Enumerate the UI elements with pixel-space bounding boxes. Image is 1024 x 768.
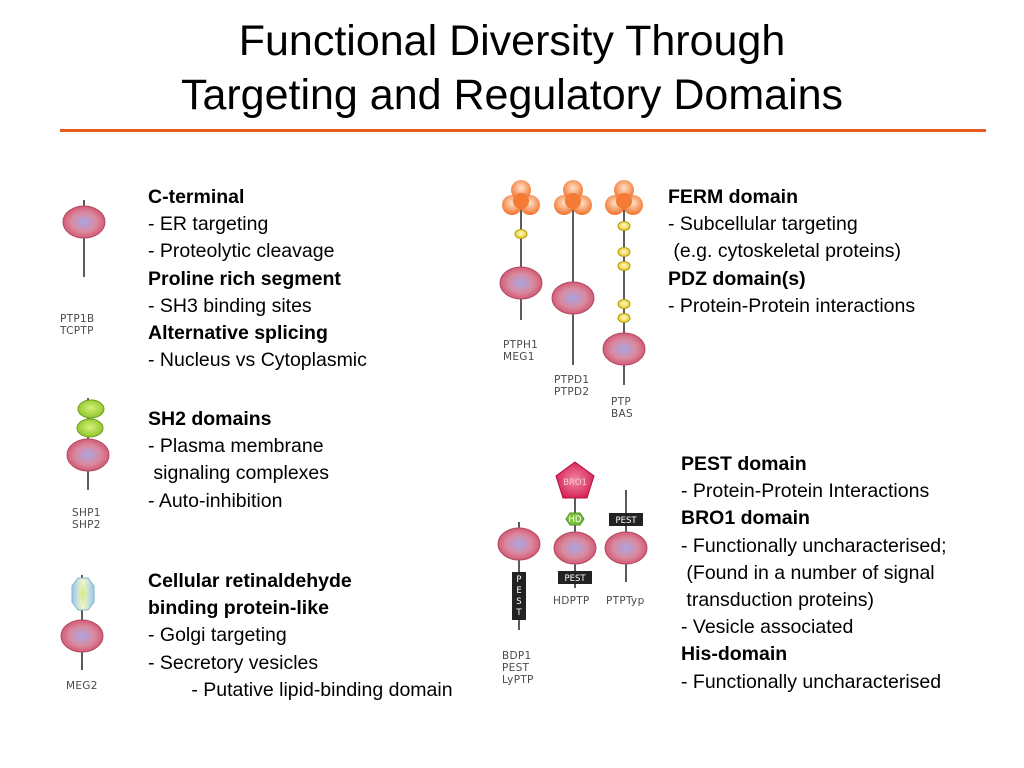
title-line-1: Functional Diversity Through — [238, 17, 786, 65]
ptptyp-label: PTPTyp — [606, 595, 645, 607]
ptpbas-diagram: PTP BAS — [602, 180, 646, 420]
ptp-domain — [497, 527, 541, 561]
section-bullet: (Found in a number of signal — [681, 561, 935, 584]
pest-text-block: PEST domain - Protein-Protein Interaction… — [681, 451, 947, 696]
section-bullet: - Proteolytic cleavage — [148, 240, 335, 263]
ptp-domain — [553, 531, 597, 565]
ptph1-diagram: PTPH1 MEG1 — [499, 180, 543, 363]
pdz-domain — [514, 229, 528, 239]
section-bullet: - SH3 binding sites — [148, 294, 312, 317]
section-bullet: signaling complexes — [148, 462, 330, 485]
c-terminal-text-block: C-terminal - ER targeting - Proteolytic cl… — [148, 184, 367, 374]
section-bullet: - ER targeting — [148, 213, 269, 236]
pest-letter: T — [515, 608, 522, 618]
section-bullet: - Secretory vesicles — [148, 651, 319, 674]
hd-tag: HD — [569, 515, 582, 525]
ptp-domain — [499, 266, 543, 300]
section-bullet: - Subcellular targeting — [668, 213, 858, 236]
section-bullet: - Putative lipid-binding domain — [148, 678, 453, 701]
ptp-domain — [551, 281, 595, 315]
section-bullet: - Golgi targeting — [148, 624, 287, 647]
hdptp-diagram: BRO1 HD PEST HDPTP — [553, 461, 597, 607]
section-heading: binding protein-like — [148, 597, 329, 620]
pest-letter: P — [516, 575, 521, 585]
bro1-tag: BRO1 — [563, 478, 587, 488]
hdptp-label: HDPTP — [553, 595, 590, 607]
pest-domain — [558, 571, 592, 584]
bas-label: BAS — [611, 408, 633, 420]
ptp1b-diagram: PTP1B TCPTP — [59, 200, 106, 337]
section-heading: Cellular retinaldehyde — [148, 570, 352, 592]
section-bullet: - Functionally uncharacterised — [681, 670, 942, 693]
pdz-domain — [617, 221, 631, 231]
ptpd-diagram: PTPD1 PTPD2 — [551, 180, 595, 398]
ptptyp-diagram: PEST PTPTyp — [604, 490, 648, 607]
meg2-label: MEG2 — [66, 680, 98, 692]
pest-label: PEST — [502, 662, 530, 674]
title-divider — [60, 129, 986, 132]
ptph1-label: PTPH1 — [503, 339, 538, 351]
pest-tag: PEST — [615, 516, 637, 526]
pdz-domain — [617, 313, 631, 323]
section-heading: PDZ domain(s) — [668, 267, 806, 290]
shp-diagram: SHP1 SHP2 — [66, 398, 110, 531]
section-bullet: - Protein-Protein Interactions — [681, 480, 930, 503]
ferm-domain — [502, 180, 540, 215]
pdz-domain — [617, 299, 631, 309]
pdz-domain — [617, 261, 631, 271]
section-bullet: - Functionally uncharacterised; — [681, 534, 947, 557]
sh2-domain — [77, 399, 105, 419]
his-domain — [565, 512, 585, 526]
ptp-domain — [602, 332, 646, 366]
pdz-domain — [617, 247, 631, 257]
tcptp-label: TCPTP — [59, 325, 94, 337]
bro1-domain — [555, 461, 595, 499]
pest-domain — [609, 513, 643, 526]
section-heading: FERM domain — [668, 186, 798, 208]
pest-domain — [512, 572, 526, 620]
section-bullet: transduction proteins) — [681, 589, 874, 612]
sh2-text-block: SH2 domains - Plasma membrane signaling c… — [148, 406, 329, 515]
ptp-label: PTP — [611, 396, 631, 408]
ptp-domain — [60, 619, 104, 653]
bdp1-label: BDP1 — [502, 650, 532, 662]
bdp1-diagram: P E S T BDP1 PEST LyPTP — [497, 522, 541, 686]
section-heading: His-domain — [681, 643, 788, 666]
ptpd1-label: PTPD1 — [554, 374, 589, 386]
shp2-label: SHP2 — [72, 519, 101, 531]
ptpd2-label: PTPD2 — [554, 386, 589, 398]
slide-title: Functional Diversity Through Targeting a… — [0, 14, 1024, 122]
meg1-label: MEG1 — [503, 351, 535, 363]
cral-text-block: Cellular retinaldehyde binding protein-li… — [148, 568, 453, 704]
lyptp-label: LyPTP — [502, 674, 534, 686]
section-bullet: - Nucleus vs Cytoplasmic — [148, 349, 367, 372]
ferm-domain — [605, 180, 643, 215]
ptp1b-label: PTP1B — [60, 313, 94, 325]
section-heading: BRO1 domain — [681, 507, 810, 530]
section-bullet: - Auto-inhibition — [148, 489, 283, 512]
section-bullet: - Plasma membrane — [148, 435, 324, 458]
ptp-domain — [62, 205, 106, 239]
section-heading: C-terminal — [148, 186, 245, 208]
title-line-2: Targeting and Regulatory Domains — [180, 71, 844, 119]
ptp-domain — [604, 531, 648, 565]
pest-letter: E — [516, 586, 521, 596]
pest-letter: S — [516, 597, 521, 607]
shp1-label: SHP1 — [72, 507, 101, 519]
ptp-domain — [66, 438, 110, 472]
section-heading: Alternative splicing — [148, 322, 328, 345]
sh2-domain — [76, 418, 104, 438]
section-heading: PEST domain — [681, 453, 807, 475]
section-heading: SH2 domains — [148, 408, 272, 430]
section-heading: Proline rich segment — [148, 267, 341, 290]
pest-tag: PEST — [564, 574, 586, 584]
section-bullet: (e.g. cytoskeletal proteins) — [668, 240, 902, 263]
section-bullet: - Protein-Protein interactions — [668, 294, 916, 317]
meg2-diagram: MEG2 — [60, 575, 104, 692]
ferm-domain — [554, 180, 592, 215]
section-bullet: - Vesicle associated — [681, 616, 854, 639]
ferm-text-block: FERM domain - Subcellular targeting (e.g.… — [668, 184, 915, 320]
